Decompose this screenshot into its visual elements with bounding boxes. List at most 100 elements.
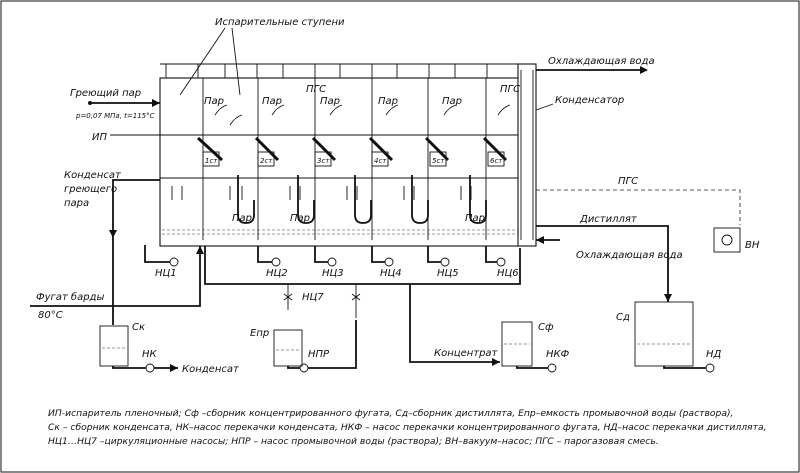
evaporator-stages-label: Испарительные ступени [215,17,345,28]
pump-nk-label: НК [142,349,158,360]
stages-leader-1 [179,27,226,96]
stages-leader-2 [231,27,241,96]
caption-line-2: Ск – сборник конденсата, НК–насос перека… [48,422,767,433]
pump-nk-icon [145,363,155,373]
tank-epr-label: Епр [250,328,269,339]
stage-1-label: 1ст [205,157,218,165]
stage-5-label: 5ст [432,157,445,165]
steam-params-label: р=0,07 МПа, t=115°С [75,112,155,120]
ip-label: ИП [92,132,107,143]
distillate-line: Дистиллят [536,214,672,302]
fugate-temp-label: 80°С [38,310,63,321]
pump-nkf-label: НКФ [546,349,570,360]
pump-nd-label: НД [706,349,722,360]
heating-condensate: Конденсат греющего пара [64,170,160,325]
cooling-water-in: Охлаждающая вода [536,236,683,261]
pgs-to-vacuum: ПГС ВН [536,176,760,253]
drip-arrows [171,186,472,200]
tank-sk-label: Ск [132,322,145,333]
cooling-water-out-label: Охлаждающая вода [548,56,655,67]
pump-nc3-label: НЦ3 [322,268,344,279]
pump-nc3-icon [327,257,337,267]
pump-nd-icon [705,363,715,373]
tank-sd [634,301,694,367]
pump-nc1-icon [169,257,179,267]
vacuum-pump-box [713,227,741,253]
stage-6-badge [487,151,505,167]
vapor-label-4: Пар [378,96,398,107]
condenser-label: Конденсатор [555,95,624,106]
stage-3-badge [314,151,332,167]
heating-steam-label: Греющий пар [70,88,141,99]
pump-nc7-label: НЦ7 [302,292,324,303]
stage-1-badge [202,151,220,167]
vacuum-pump-label: ВН [745,240,760,251]
fugate-feed: Фугат барды 80°С [30,246,204,321]
pump-nc5-icon [440,257,450,267]
circulation-pumps: НЦ1 НЦ2 НЦ3 НЦ4 НЦ5 НЦ6 [144,245,519,279]
condensate-label-2: греющего [64,184,117,195]
pump-nc6-icon [496,257,506,267]
pump-npr-label: НПР [308,349,330,360]
vapor-label-bottom-2: Пар [290,213,310,224]
wash-water-tank: Епр НПР [250,320,357,373]
pump-nc6-label: НЦ6 [497,268,519,279]
valve-2-icon [351,293,361,301]
vapor-label-1: Пар [204,96,224,107]
pump-nc7: НЦ7 [283,284,361,318]
distillate-label: Дистиллят [579,214,638,225]
pgs-label-right: ПГС [618,176,638,187]
pump-nc1-label: НЦ1 [155,268,177,279]
cooling-water-in-label: Охлаждающая вода [576,250,683,261]
cooling-water-out-arrow [640,66,648,74]
condenser-column [517,63,537,247]
vapor-label-3: Пар [320,96,340,107]
pump-nc2-label: НЦ2 [266,268,288,279]
heating-steam-inlet: Греющий пар р=0,07 МПа, t=115°С ИП [70,88,160,143]
overflow-pipes [237,175,487,224]
pump-nc2-icon [271,257,281,267]
tank-epr [273,329,303,367]
stage-2-label: 2ст [260,157,273,165]
condensate-collector: Ск НК Конденсат [99,322,240,375]
condensate-out-label: Конденсат [182,364,240,375]
stage-6-label: 6ст [490,157,503,165]
stage-3-label: 3ст [317,157,330,165]
tank-sf-label: Сф [538,322,554,333]
condensate-label-3: пара [64,198,89,209]
circulation-return-line [204,246,521,285]
pump-npr-icon [299,363,309,373]
concentrate-label: Концентрат [434,348,499,359]
tank-sk [99,325,129,367]
caption-line-3: НЦ1…НЦ7 –циркуляционные насосы; НПР – на… [48,436,659,447]
valve-1-icon [283,293,293,301]
concentrate-line: Концентрат Сф НКФ [409,284,570,373]
pgs-label-top-2: ПГС [500,84,520,95]
caption: ИП-испаритель пленочный; Сф –сборник кон… [48,408,767,447]
stage-5-badge [429,151,447,167]
stage-2-badge [257,151,275,167]
pump-nc4-icon [384,257,394,267]
stage-4-badge [371,151,389,167]
vapour-arrows [214,104,511,126]
vapor-label-2: Пар [262,96,282,107]
condenser-leader [535,103,554,111]
condensate-label-1: Конденсат [64,170,122,181]
vapor-label-bottom-3: Пар [465,213,485,224]
pump-nc4-label: НЦ4 [380,268,402,279]
pgs-label-top-1: ПГС [306,84,326,95]
vapor-label-5: Пар [442,96,462,107]
tank-sd-label: Сд [616,312,630,323]
stage-hoods [160,63,520,79]
stage-badges: 1ст 2ст 3ст 4ст 5ст 6ст [202,151,505,167]
vapor-label-bottom-1: Пар [232,213,252,224]
vacuum-pump-icon [721,234,733,246]
pump-nc5-label: НЦ5 [437,268,459,279]
caption-line-1: ИП-испаритель пленочный; Сф –сборник кон… [48,408,733,419]
distillate-collector: Сд НД [616,301,722,373]
pump-nkf-icon [547,363,557,373]
fugate-label: Фугат барды [36,291,104,303]
